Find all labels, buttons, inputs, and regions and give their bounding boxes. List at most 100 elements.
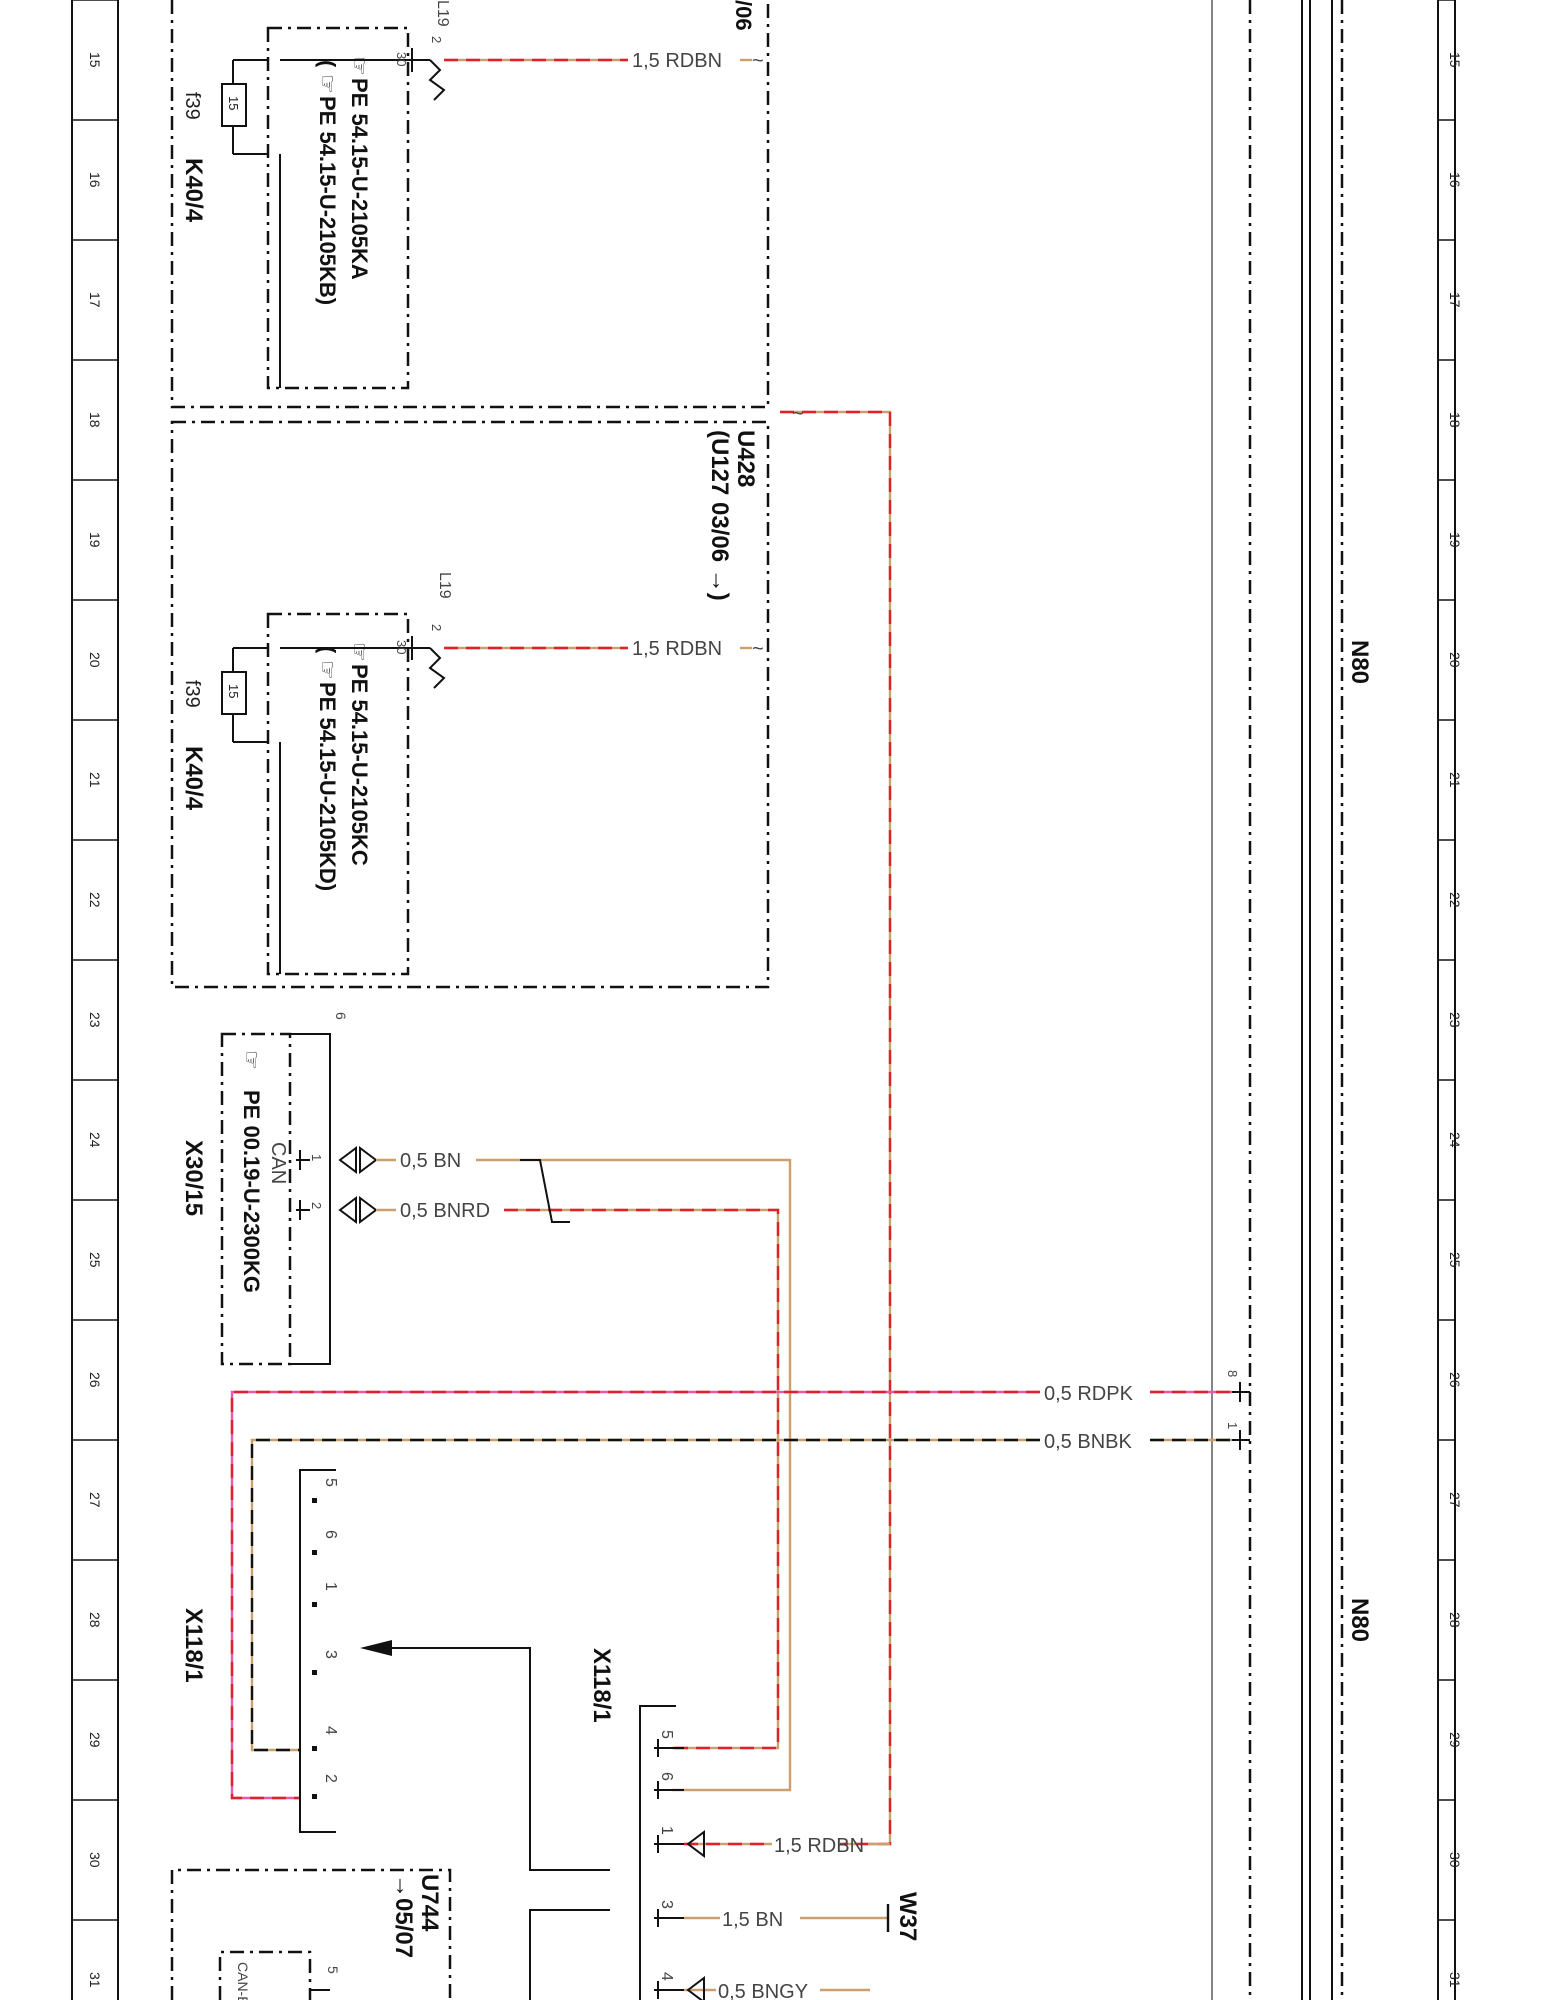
n80-bus-lines — [1211, 0, 1344, 2000]
u744-unit: U744 — [416, 1874, 443, 1932]
left-grid-row-number: 15 — [87, 52, 103, 68]
mid-ref-2-open: ( — [315, 646, 340, 654]
wire-bn-can-label: 0,5 BN — [400, 1150, 461, 1172]
n80-pin-1: 1 — [1225, 1422, 1240, 1429]
wire-rdbn-trunk — [780, 410, 892, 1846]
x118-left-id: X118/1 — [180, 1608, 207, 1683]
x118-left-pin-dot — [312, 1746, 317, 1751]
mid-pin-a: 2 — [429, 624, 444, 631]
x118-left-pin-label: 6 — [322, 1530, 339, 1539]
can-pin-2: 2 — [309, 1202, 324, 1209]
mid-ref-2: PE 54.15-U-2105KD) — [315, 682, 340, 891]
top-connector-id: L19 — [434, 0, 451, 27]
can-connector-bracket — [290, 1033, 331, 1365]
x118-left-pin-label: 5 — [322, 1478, 339, 1487]
right-grid-row-number: 23 — [1447, 1012, 1463, 1028]
x118-right-bracket — [639, 1705, 676, 2000]
x118-left-pin-dot — [312, 1550, 317, 1555]
right-grid-row-number: 28 — [1447, 1612, 1463, 1628]
mid-ref-1: PE 54.15-U-2105KC — [347, 664, 372, 866]
u744-inner: CAN-B H — [235, 1962, 251, 2000]
right-grid-row-number: 29 — [1447, 1732, 1463, 1748]
mid-fuse-value: 15 — [226, 684, 241, 698]
mid-unit-sub: (U127 03/06 →) — [706, 430, 733, 601]
top-pin-b: 30 — [394, 52, 409, 66]
left-grid-row-number: 24 — [87, 1132, 103, 1148]
top-pin-a: 2 — [429, 36, 444, 43]
left-grid-row-number: 18 — [87, 412, 103, 428]
x118-left-bracket — [299, 1469, 336, 1833]
right-grid-row-number: 27 — [1447, 1492, 1463, 1508]
mid-connector — [408, 636, 446, 689]
right-grid-ticks — [1438, 0, 1455, 1921]
x118-left-pin-label: 1 — [322, 1582, 339, 1591]
left-grid-row-number: 20 — [87, 652, 103, 668]
can-pin-1: 1 — [309, 1154, 324, 1161]
top-fuse-value: 15 — [226, 96, 241, 110]
wire-rdbn-top-label: 1,5 RDBN — [632, 50, 722, 72]
x118-left-pin-label: 2 — [322, 1774, 339, 1783]
right-grid-row-number: 19 — [1447, 532, 1463, 548]
wire-bngy-label: 0,5 BNGY — [718, 1981, 808, 2000]
wire-bn-w37-label: 1,5 BN — [722, 1909, 783, 1931]
left-grid-row-number: 27 — [87, 1492, 103, 1508]
wire-top-tilde: ~ — [752, 50, 764, 72]
left-grid-row-number: 28 — [87, 1612, 103, 1628]
right-grid-row-number: 18 — [1447, 412, 1463, 428]
left-grid-row-number: 21 — [87, 772, 103, 788]
n80-pins — [1232, 1382, 1250, 1450]
right-grid-row-number: 17 — [1447, 292, 1463, 308]
left-grid-rail — [71, 0, 119, 2000]
mid-fuse-symbol — [221, 647, 408, 974]
wire-rdpk-label: 0,5 RDPK — [1044, 1383, 1134, 1405]
x118-left-pin-dot — [312, 1670, 317, 1675]
right-grid-row-number: 16 — [1447, 172, 1463, 188]
right-grid-row-number: 20 — [1447, 652, 1463, 668]
u744-pin: 5 — [325, 1966, 341, 1974]
wire-mid-tilde: ~ — [752, 638, 764, 660]
top-module-frame — [170, 0, 770, 409]
x118-link-arrow — [378, 1647, 610, 2000]
wire-rdbn-bottom-label: 1,5 RDBN — [774, 1835, 864, 1857]
can-module-frame — [220, 1032, 292, 1366]
wire-bnrd-can-label: 0,5 BNRD — [400, 1200, 490, 1222]
left-grid-row-number: 17 — [87, 292, 103, 308]
top-ref-1: PE 54.15-U-2105KA — [347, 78, 372, 280]
can-bus-label: CAN — [267, 1142, 289, 1184]
n80-pin-8: 8 — [1225, 1370, 1240, 1377]
mid-connector-id: L19 — [436, 572, 453, 599]
x118-right-pin-label: 3 — [658, 1900, 675, 1909]
right-grid-row-number: 24 — [1447, 1132, 1463, 1148]
right-grid-row-number: 26 — [1447, 1372, 1463, 1388]
wire-rdbn-mid-label: 1,5 RDBN — [632, 638, 722, 660]
top-ref-2: PE 54.15-U-2105KB) — [315, 96, 340, 305]
can-hand-icon: ☞ — [239, 1050, 264, 1070]
can-id: X30/15 — [180, 1140, 207, 1216]
bottom-pin1-arrow-icon — [686, 1830, 705, 1858]
x118-right-pin-label: 5 — [658, 1730, 675, 1739]
x118-left-pin-dot — [312, 1794, 317, 1799]
x118-left-pin-label: 3 — [322, 1650, 339, 1659]
x118-right-pin-label: 6 — [658, 1772, 675, 1781]
top-hand-icon-2: ☞ — [315, 74, 340, 94]
x118-right-pin-label: 1 — [658, 1826, 675, 1835]
twisted-pair-mark — [520, 1159, 570, 1223]
left-grid-row-number: 30 — [87, 1852, 103, 1868]
top-fuse-symbol — [221, 59, 408, 388]
top-connector — [408, 48, 446, 101]
right-grid-row-number: 30 — [1447, 1852, 1463, 1868]
wire-bnbk — [250, 1438, 1232, 1752]
top-ref-2-open: ( — [315, 60, 340, 68]
u744-unit-sub: →05/07 — [390, 1874, 417, 1958]
left-grid-row-number: 16 — [87, 172, 103, 188]
left-grid-row-number: 31 — [87, 1972, 103, 1988]
w37-label: W37 — [894, 1892, 921, 1941]
can-top-pin: 6 — [333, 1012, 349, 1020]
top-code: /06 — [731, 0, 756, 31]
x118-left-pin-dot — [312, 1602, 317, 1607]
